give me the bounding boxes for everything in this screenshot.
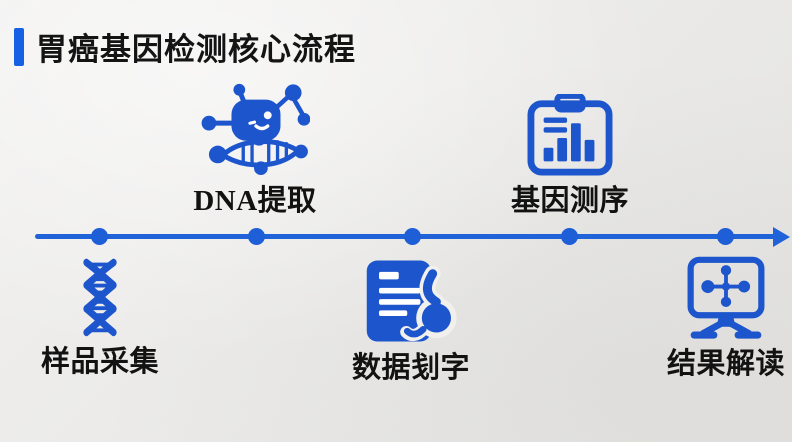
timeline-node <box>404 228 421 245</box>
stage-data-analysis: 数据刬字 <box>321 256 501 385</box>
timeline-arrowhead-icon <box>773 227 790 247</box>
stage-result-interpretation: 结果解读 <box>636 256 792 381</box>
timeline-node <box>561 228 578 245</box>
stage-label: 数据刬字 <box>351 352 470 384</box>
stage-sample-collection: 样品采集 <box>10 256 190 379</box>
stage-label: 样品采集 <box>40 346 159 378</box>
timeline-node <box>248 228 265 245</box>
chart-board-icon <box>526 94 614 178</box>
stage-label: 基因测序 <box>510 185 629 218</box>
header: 胃癌基因检测核心流程 <box>14 24 356 69</box>
stage-dna-extraction: DNA提取 <box>165 84 345 218</box>
monitor-molecule-icon <box>683 256 769 342</box>
document-stomach-icon <box>363 256 459 346</box>
stage-label: DNA提取 <box>193 185 317 218</box>
stage-label: 结果解读 <box>666 348 785 380</box>
title-accent-bar <box>14 27 24 66</box>
robot-dna-icon <box>200 80 310 178</box>
page-title: 胃癌基因检测核心流程 <box>36 32 356 67</box>
dna-helix-icon <box>71 256 129 340</box>
timeline-node <box>717 228 734 245</box>
timeline-node <box>91 228 108 245</box>
stage-gene-sequencing: 基因测序 <box>480 86 660 218</box>
